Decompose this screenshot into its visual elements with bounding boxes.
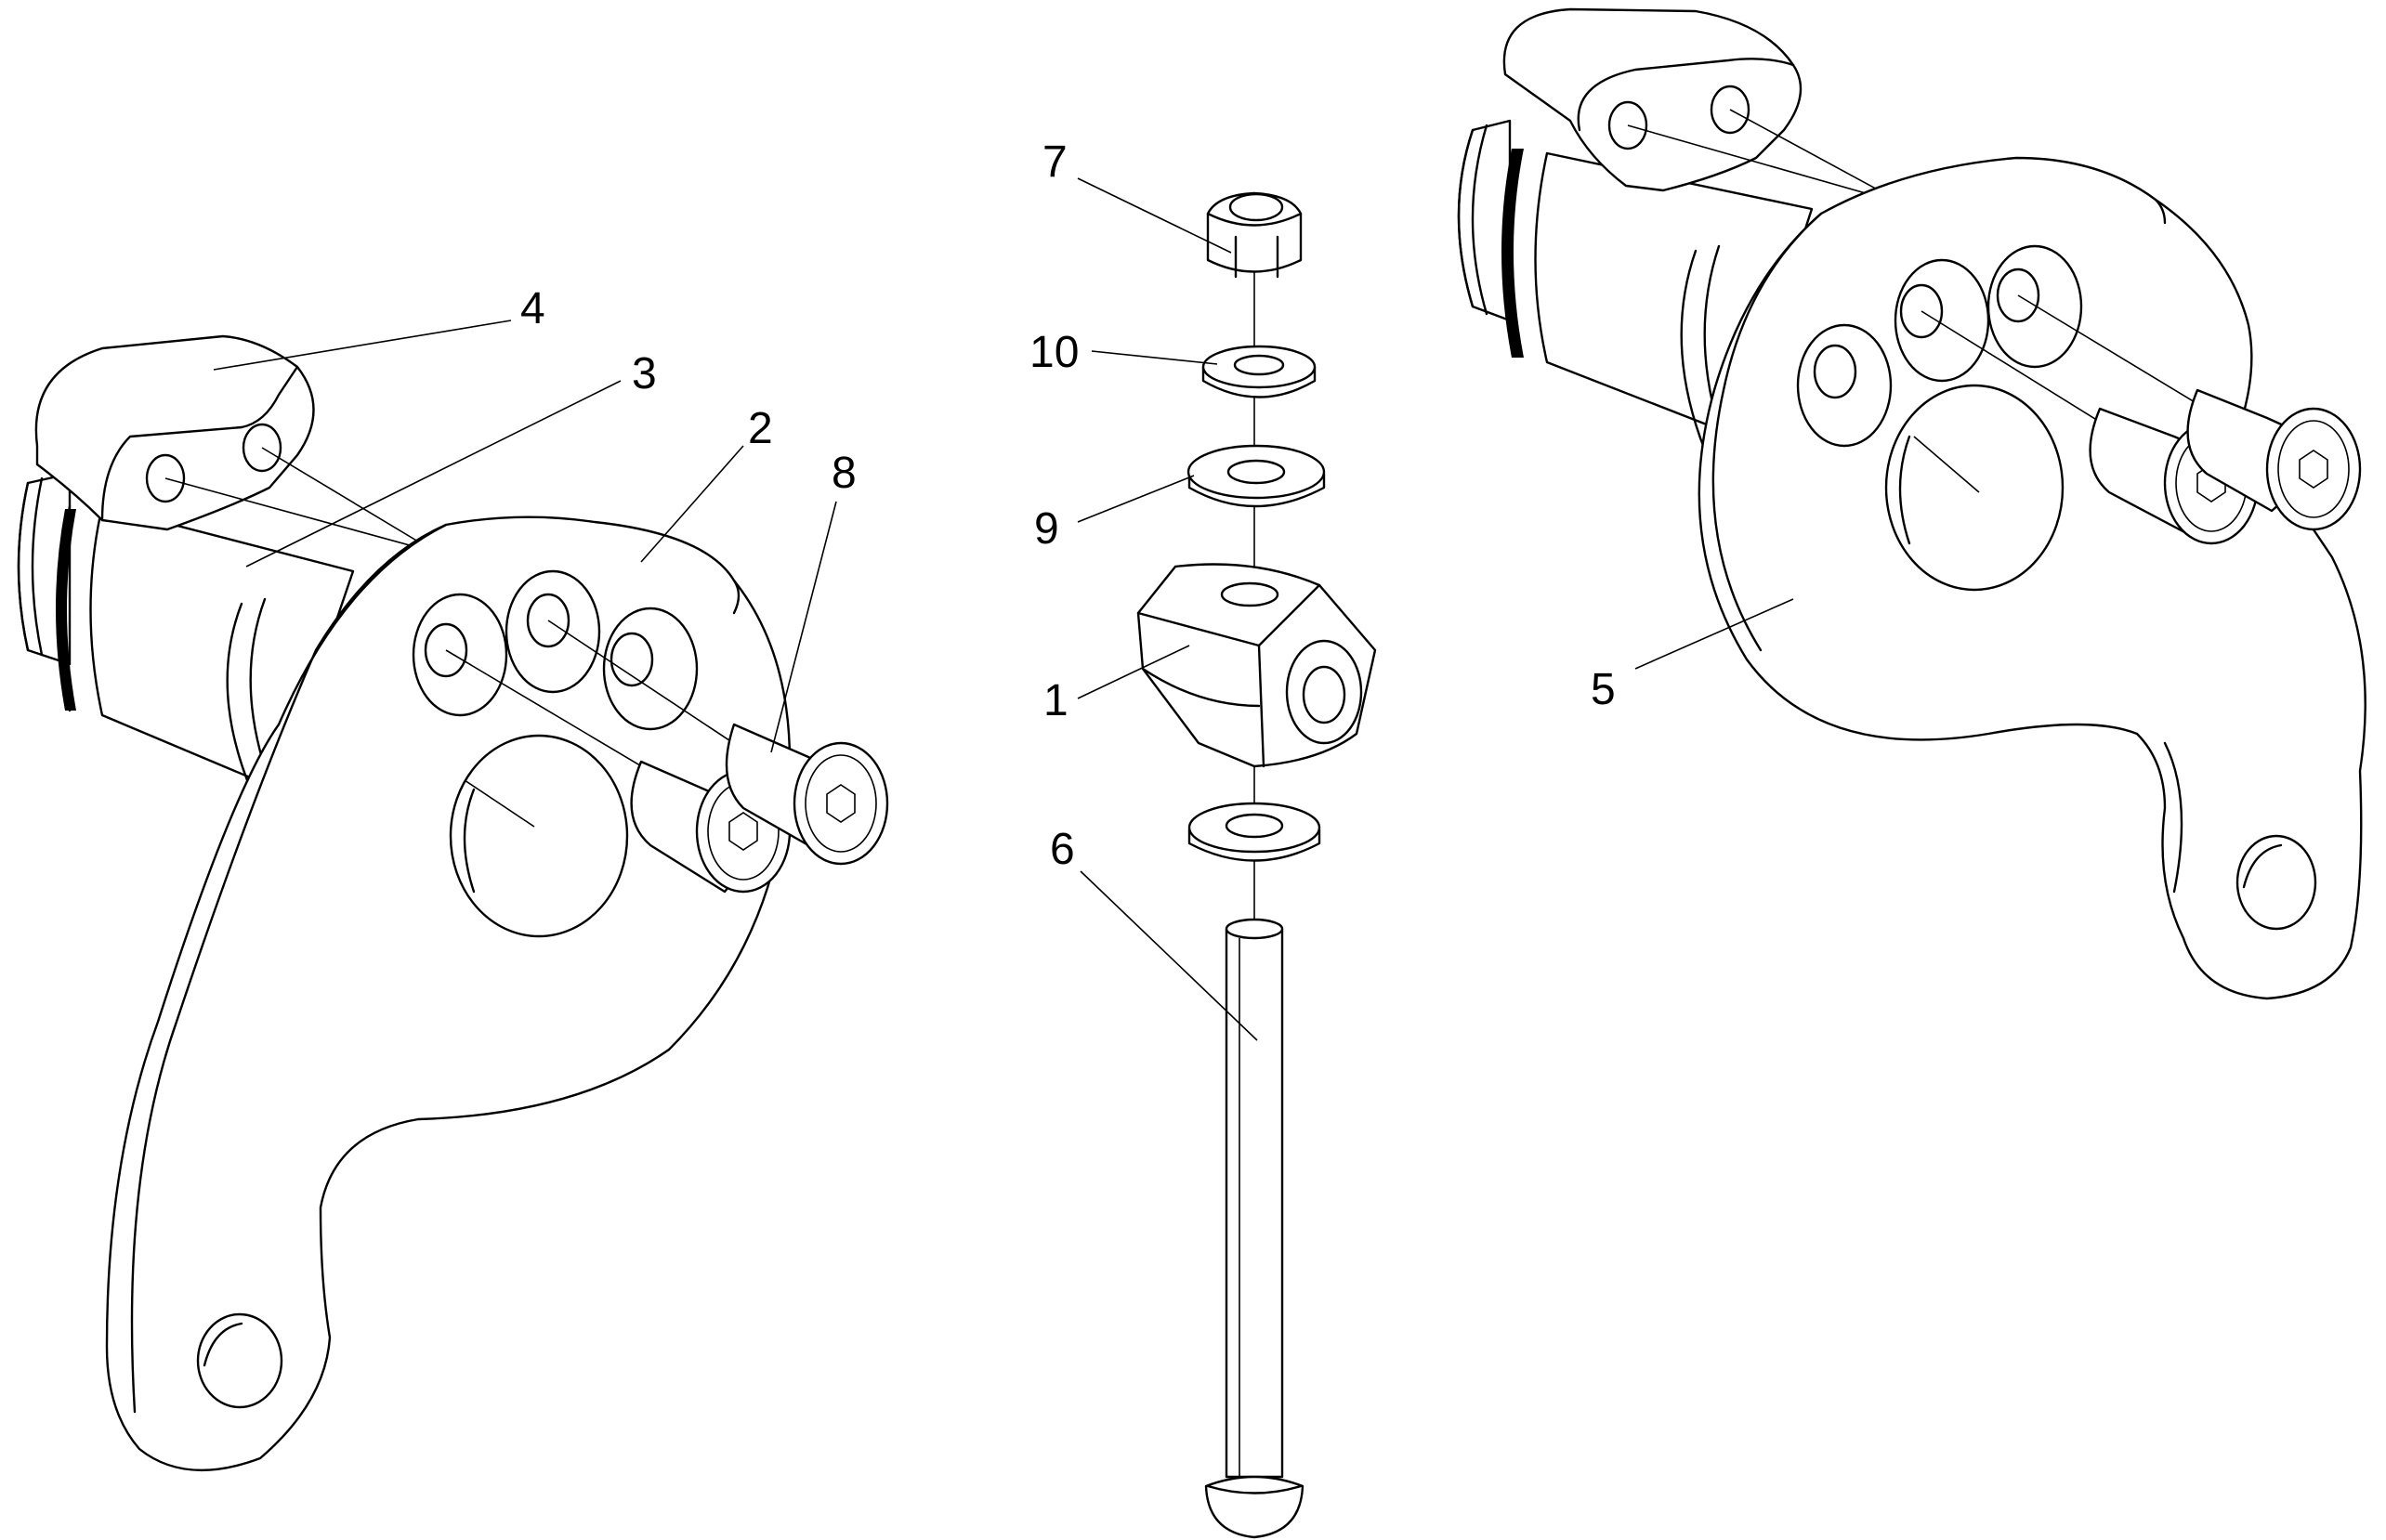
right-clamp-block — [1502, 7, 1906, 205]
callout-5: 5 — [1591, 665, 1616, 714]
center-stack — [1136, 191, 1377, 1539]
bolt-part-6 — [1204, 918, 1304, 1539]
left-clamp-block-part-4 — [34, 334, 438, 554]
left-bracket-plate-part-2 — [105, 516, 819, 1472]
callout-4: 4 — [520, 284, 545, 333]
callout-10: 10 — [1029, 328, 1079, 377]
right-screws — [2089, 388, 2362, 545]
right-assembly — [1457, 7, 2366, 1000]
callout-labels: 4 3 2 8 7 10 9 1 6 5 — [520, 137, 1616, 874]
callout-2: 2 — [748, 404, 773, 453]
right-bracket-plate-part-5 — [1698, 156, 2366, 1000]
left-screws-part-8 — [630, 723, 889, 894]
callout-8: 8 — [832, 449, 857, 498]
flat-washer-part-9 — [1186, 444, 1326, 508]
callout-9: 9 — [1034, 504, 1059, 554]
lower-washer — [1187, 802, 1321, 862]
callout-3: 3 — [632, 349, 657, 398]
callout-7: 7 — [1042, 137, 1068, 187]
hex-block-part-1 — [1136, 563, 1377, 768]
left-assembly — [17, 334, 889, 1472]
lock-nut-part-7 — [1206, 191, 1303, 279]
leader-lines — [213, 177, 1794, 1041]
callout-1: 1 — [1043, 676, 1068, 725]
callout-6: 6 — [1050, 825, 1075, 874]
lock-washer-part-10 — [1201, 345, 1317, 398]
